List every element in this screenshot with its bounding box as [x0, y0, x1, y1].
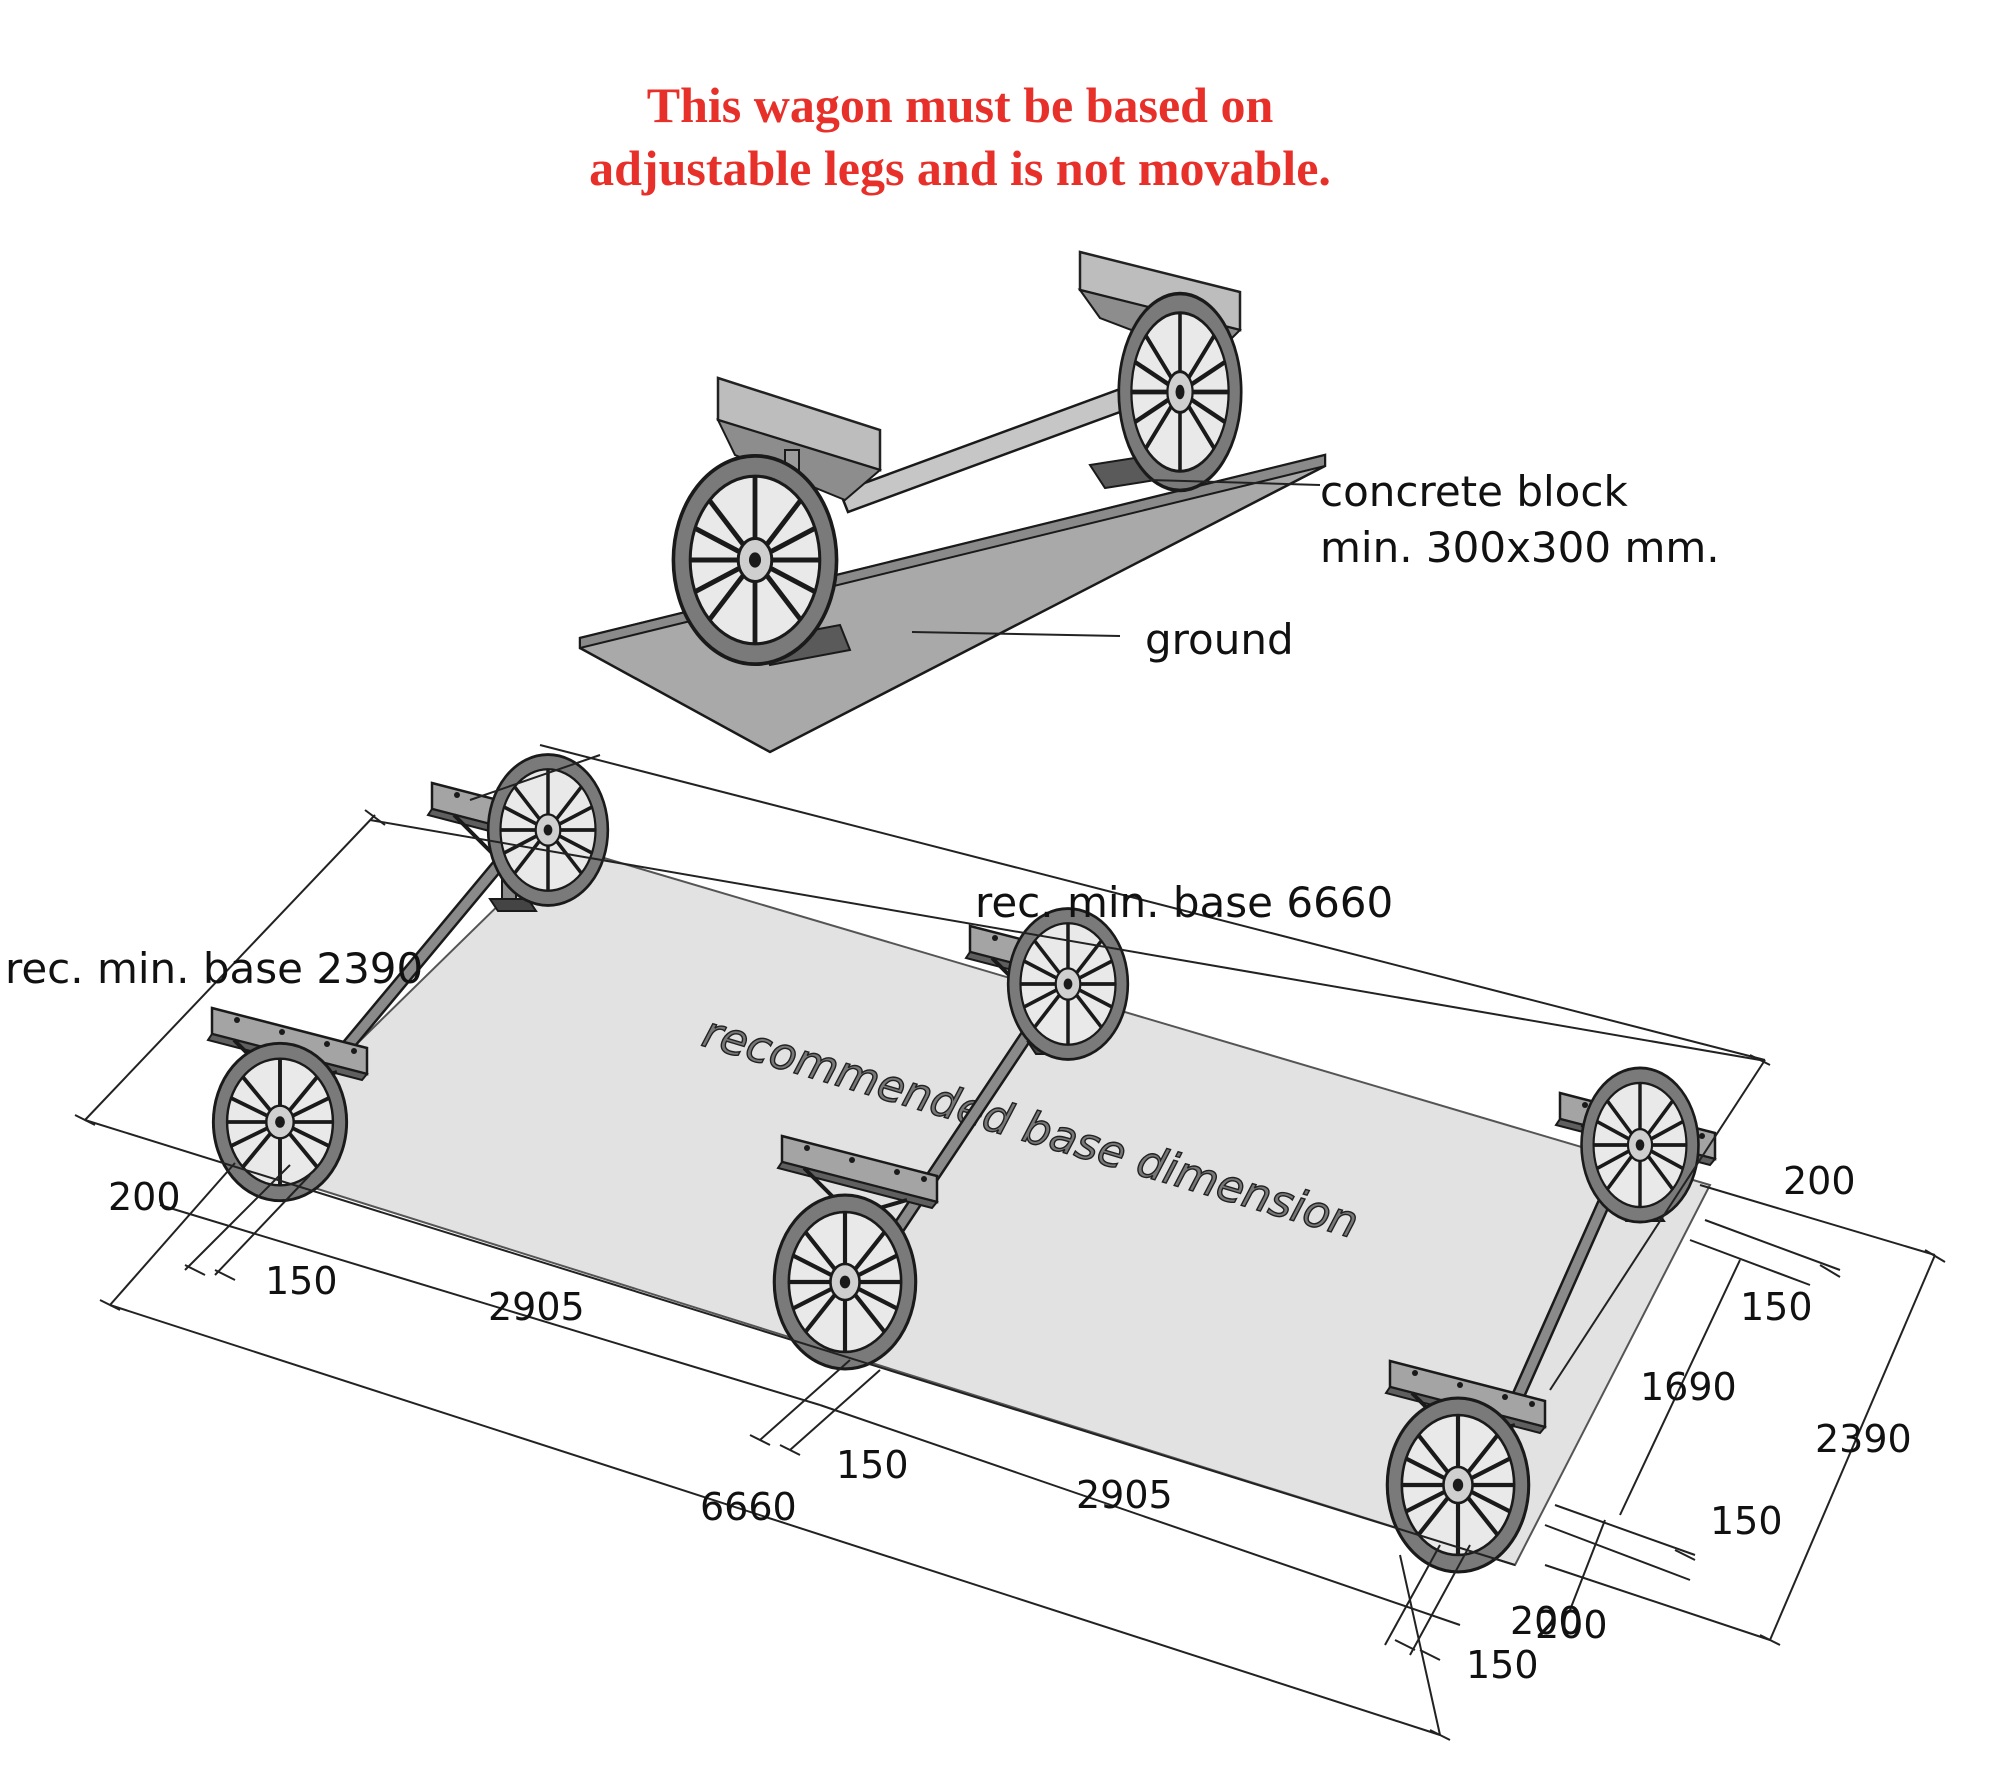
dim-left-200: 200 [108, 1175, 181, 1219]
dim-right-200-top: 200 [1783, 1159, 1856, 1203]
wagon-wheel-icon [211, 1041, 349, 1203]
wagon-wheel-icon [1387, 1398, 1528, 1572]
dim-span-2905-b: 2905 [1076, 1473, 1173, 1517]
base-plan-view: recommended base dimension [206, 752, 1717, 1572]
dim-right-150-bottom: 150 [1710, 1499, 1783, 1543]
ground-label: ground [1145, 615, 1294, 664]
title-line-2: adjustable legs and is not movable. [589, 140, 1331, 196]
dim-span-2905-a: 2905 [488, 1285, 585, 1329]
wagon-wheel-icon [1579, 1066, 1701, 1224]
wagon-wheel-icon [1006, 906, 1130, 1062]
recommended-base-area [233, 843, 1712, 1567]
rec-min-base-length-label: rec. min. base 6660 [975, 878, 1393, 927]
rec-min-base-width-label: rec. min. base 2390 [5, 944, 423, 993]
dim-axle-1690: 1690 [1640, 1365, 1737, 1409]
axle-beam-icon [838, 376, 1160, 514]
title-line-1: This wagon must be based on [647, 77, 1274, 133]
wagon-wheel-icon [673, 456, 836, 664]
dim-left-150: 150 [265, 1259, 338, 1303]
wagon-perspective-view [578, 250, 1327, 754]
dimension-lines [84, 744, 1936, 1736]
dim-mid-150: 150 [836, 1443, 909, 1487]
dim-total-2390: 2390 [1815, 1417, 1912, 1461]
dim-corner-200-b: 200 [1535, 1603, 1608, 1647]
concrete-block-label: concrete block [1320, 467, 1628, 516]
dimension-ticks [74, 809, 1946, 1741]
wagon-wheel-icon [486, 752, 610, 908]
dim-total-6660: 6660 [700, 1485, 797, 1529]
concrete-block-size-label: min. 300x300 mm. [1320, 523, 1720, 572]
dim-corner-150: 150 [1466, 1643, 1539, 1687]
dim-right-150-top: 150 [1740, 1285, 1813, 1329]
wagon-wheel-icon [1119, 294, 1241, 491]
dim-corner-200-a: 200 [1510, 1599, 1583, 1643]
wagon-wheel-icon [774, 1195, 915, 1369]
